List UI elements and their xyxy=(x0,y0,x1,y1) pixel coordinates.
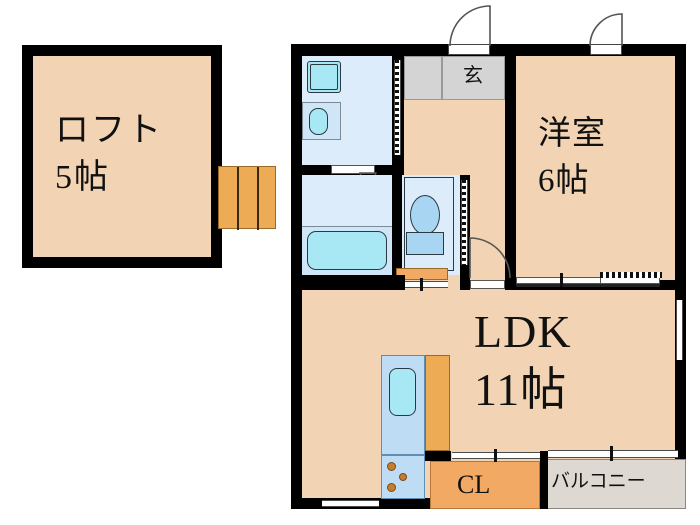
western-room-left-wall xyxy=(505,44,516,290)
genkan-tile-main xyxy=(442,56,505,100)
bathroom-door-opening xyxy=(331,165,375,174)
kitchen-cabinet-base-wall xyxy=(425,451,451,461)
western-room-partition-tick xyxy=(560,273,563,287)
toilet-door-dashes xyxy=(462,180,466,265)
washbasin xyxy=(309,108,328,135)
wet-toilet-divider xyxy=(392,165,402,290)
kitchen-cabinet xyxy=(425,355,450,451)
stove-burner-2 xyxy=(399,473,407,481)
washing-machine-inner xyxy=(310,64,338,90)
western-room-door-swing-icon xyxy=(589,13,623,47)
balcony-label: バルコニー xyxy=(551,471,646,492)
kitchen-sink-basin xyxy=(389,368,416,416)
genkan-label: 玄 xyxy=(463,65,483,87)
stove-burner-1 xyxy=(387,462,396,471)
western-room-label-size: 6帖 xyxy=(538,163,590,199)
front-door-opening xyxy=(448,44,490,55)
hallway-door-opening xyxy=(470,280,505,289)
hallway-door-swing-icon xyxy=(469,237,511,279)
western-room-closet-dashed-band xyxy=(600,272,662,278)
genkan-tile-left xyxy=(404,56,442,100)
closet-cl xyxy=(430,461,540,509)
western-room-floor xyxy=(516,56,675,280)
bathtub xyxy=(307,231,387,270)
loft-floor xyxy=(33,56,211,257)
western-room-partition-rail xyxy=(516,284,660,287)
front-door-swing-icon xyxy=(449,5,491,47)
ldk-bottom-window xyxy=(322,500,379,507)
toilet-tank xyxy=(406,232,444,255)
stairs xyxy=(218,166,276,230)
toilet-bowl xyxy=(410,195,440,235)
ldk-right-window xyxy=(676,300,683,360)
wet-block-bottom-wall xyxy=(291,275,405,290)
balcony-sliding-window xyxy=(548,450,678,458)
loft-label-name: ロフト xyxy=(55,112,163,149)
closet-label: CL xyxy=(457,470,491,499)
balcony-separator-wall xyxy=(540,451,548,509)
toilet-bottom-window-tick xyxy=(420,278,423,291)
wet-block-window-dashes xyxy=(395,60,399,155)
balcony-window-tick xyxy=(610,446,613,461)
loft-label-size: 5帖 xyxy=(55,159,110,196)
western-room-door-opening xyxy=(590,44,622,55)
western-room-sliding-door-2 xyxy=(600,277,660,284)
closet-window-tick xyxy=(494,449,497,462)
western-room-label-name: 洋室 xyxy=(538,116,606,152)
ldk-label-name: LDK xyxy=(474,306,572,357)
balcony xyxy=(545,459,686,509)
ldk-label-size: 11帖 xyxy=(474,364,568,415)
stove-burner-3 xyxy=(387,483,396,492)
